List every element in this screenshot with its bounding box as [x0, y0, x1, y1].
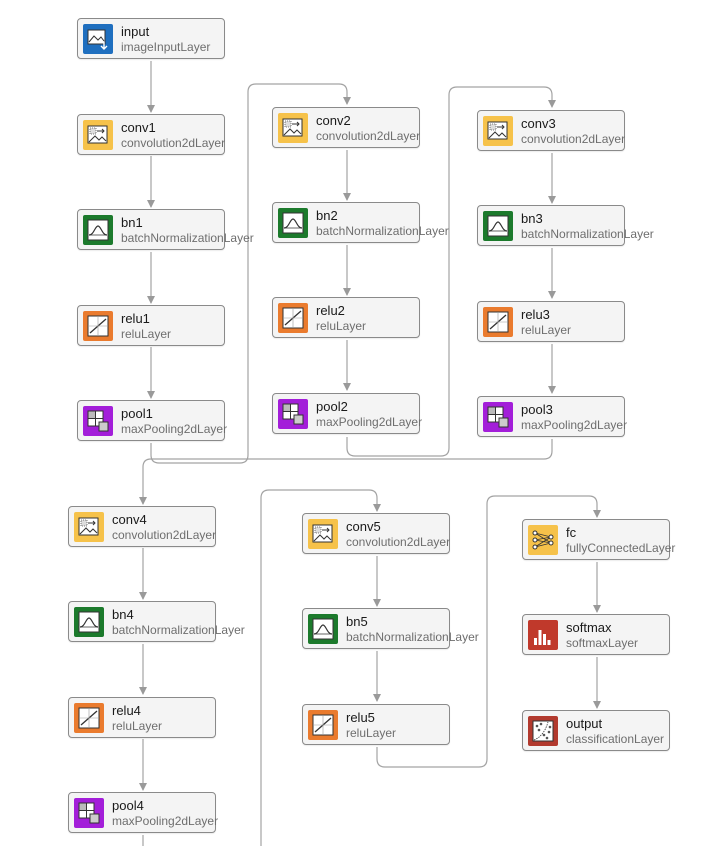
layer-bn4[interactable]: bn4 batchNormalizationLayer: [68, 601, 245, 642]
convolution-icon: [483, 116, 513, 146]
edge-pool2-conv3: [346, 86, 556, 457]
layer-type: reluLayer: [121, 327, 172, 341]
layer-output[interactable]: output classificationLayer: [522, 710, 670, 751]
layer-name: relu4: [112, 703, 141, 718]
layer-type: convolution2dLayer: [521, 132, 626, 146]
layer-relu1[interactable]: relu1 reluLayer: [77, 305, 225, 346]
layer-name: fc: [566, 525, 577, 540]
layer-name: pool2: [316, 399, 348, 414]
layer-name: conv1: [121, 120, 156, 135]
layer-name: bn5: [346, 614, 368, 629]
layer-name: conv2: [316, 113, 351, 128]
layer-relu3[interactable]: relu3 reluLayer: [477, 301, 625, 342]
fully-connected-icon: [528, 525, 558, 555]
layer-type: convolution2dLayer: [316, 129, 421, 143]
layer-type: softmaxLayer: [566, 636, 639, 650]
max-pooling-icon: [278, 399, 308, 429]
layer-name: bn3: [521, 211, 543, 226]
layer-name: conv5: [346, 519, 381, 534]
relu-icon: [483, 307, 513, 337]
max-pooling-icon: [74, 798, 104, 828]
batch-normalization-icon: [278, 208, 308, 238]
edge-pool1-conv2: [150, 83, 351, 464]
batch-normalization-icon: [308, 614, 338, 644]
layer-name: pool3: [521, 402, 553, 417]
layer-type: convolution2dLayer: [346, 535, 451, 549]
layer-type: classificationLayer: [566, 732, 665, 746]
layer-name: relu1: [121, 311, 150, 326]
layer-name: conv4: [112, 512, 147, 527]
layer-type: reluLayer: [112, 719, 163, 733]
layer-type: reluLayer: [316, 319, 367, 333]
layer-relu2[interactable]: relu2 reluLayer: [272, 297, 420, 338]
layer-conv3[interactable]: conv3 convolution2dLayer: [477, 110, 625, 151]
layer-name: bn4: [112, 607, 134, 622]
layer-bn1[interactable]: bn1 batchNormalizationLayer: [77, 209, 254, 250]
layer-type: maxPooling2dLayer: [121, 422, 228, 436]
relu-icon: [74, 703, 104, 733]
convolution-icon: [308, 519, 338, 549]
layer-relu5[interactable]: relu5 reluLayer: [302, 704, 450, 745]
layer-type: reluLayer: [521, 323, 572, 337]
layer-type: maxPooling2dLayer: [112, 814, 219, 828]
layer-bn5[interactable]: bn5 batchNormalizationLayer: [302, 608, 479, 649]
layer-softmax[interactable]: softmax softmaxLayer: [522, 614, 670, 655]
layer-name: relu2: [316, 303, 345, 318]
layer-type: batchNormalizationLayer: [316, 224, 449, 238]
layer-relu4[interactable]: relu4 reluLayer: [68, 697, 216, 738]
layer-type: convolution2dLayer: [121, 136, 226, 150]
layer-input[interactable]: input imageInputLayer: [77, 18, 225, 59]
layer-type: fullyConnectedLayer: [566, 541, 676, 555]
layer-conv5[interactable]: conv5 convolution2dLayer: [302, 513, 450, 554]
layer-name: pool4: [112, 798, 144, 813]
layer-fc[interactable]: fc fullyConnectedLayer: [522, 519, 676, 560]
layer-bn3[interactable]: bn3 batchNormalizationLayer: [477, 205, 654, 246]
batch-normalization-icon: [74, 607, 104, 637]
layer-type: imageInputLayer: [121, 40, 211, 54]
batch-normalization-icon: [483, 211, 513, 241]
layer-name: bn2: [316, 208, 338, 223]
relu-icon: [278, 303, 308, 333]
layer-name: pool1: [121, 406, 153, 421]
relu-icon: [83, 311, 113, 341]
softmax-icon: [528, 620, 558, 650]
convolution-icon: [74, 512, 104, 542]
layer-type: convolution2dLayer: [112, 528, 217, 542]
layer-type: batchNormalizationLayer: [521, 227, 654, 241]
layer-type: reluLayer: [346, 726, 397, 740]
relu-icon: [308, 710, 338, 740]
layer-name: output: [566, 716, 603, 731]
convolution-icon: [278, 113, 308, 143]
max-pooling-icon: [483, 402, 513, 432]
layer-type: batchNormalizationLayer: [346, 630, 479, 644]
convolution-icon: [83, 120, 113, 150]
layer-conv4[interactable]: conv4 convolution2dLayer: [68, 506, 216, 547]
layer-type: maxPooling2dLayer: [316, 415, 423, 429]
classification-icon: [528, 716, 558, 746]
layer-conv1[interactable]: conv1 convolution2dLayer: [77, 114, 225, 155]
edge-pool3-conv4: [139, 439, 553, 505]
layer-type: batchNormalizationLayer: [112, 623, 245, 637]
edge-relu5-fc: [376, 495, 601, 768]
layer-name: conv3: [521, 116, 556, 131]
image-input-icon: [83, 24, 113, 54]
layer-bn2[interactable]: bn2 batchNormalizationLayer: [272, 202, 449, 243]
batch-normalization-icon: [83, 215, 113, 245]
max-pooling-icon: [83, 406, 113, 436]
layer-name: input: [121, 24, 150, 39]
layer-name: softmax: [566, 620, 612, 635]
layer-pool4[interactable]: pool4 maxPooling2dLayer: [68, 792, 219, 833]
edge-pool4-conv5: [260, 489, 381, 846]
layer-pool3[interactable]: pool3 maxPooling2dLayer: [477, 396, 628, 437]
layer-pool2[interactable]: pool2 maxPooling2dLayer: [272, 393, 423, 434]
layer-type: maxPooling2dLayer: [521, 418, 628, 432]
layer-pool1[interactable]: pool1 maxPooling2dLayer: [77, 400, 228, 441]
layer-name: relu5: [346, 710, 375, 725]
layer-name: bn1: [121, 215, 143, 230]
layer-type: batchNormalizationLayer: [121, 231, 254, 245]
layer-name: relu3: [521, 307, 550, 322]
layer-conv2[interactable]: conv2 convolution2dLayer: [272, 107, 420, 148]
